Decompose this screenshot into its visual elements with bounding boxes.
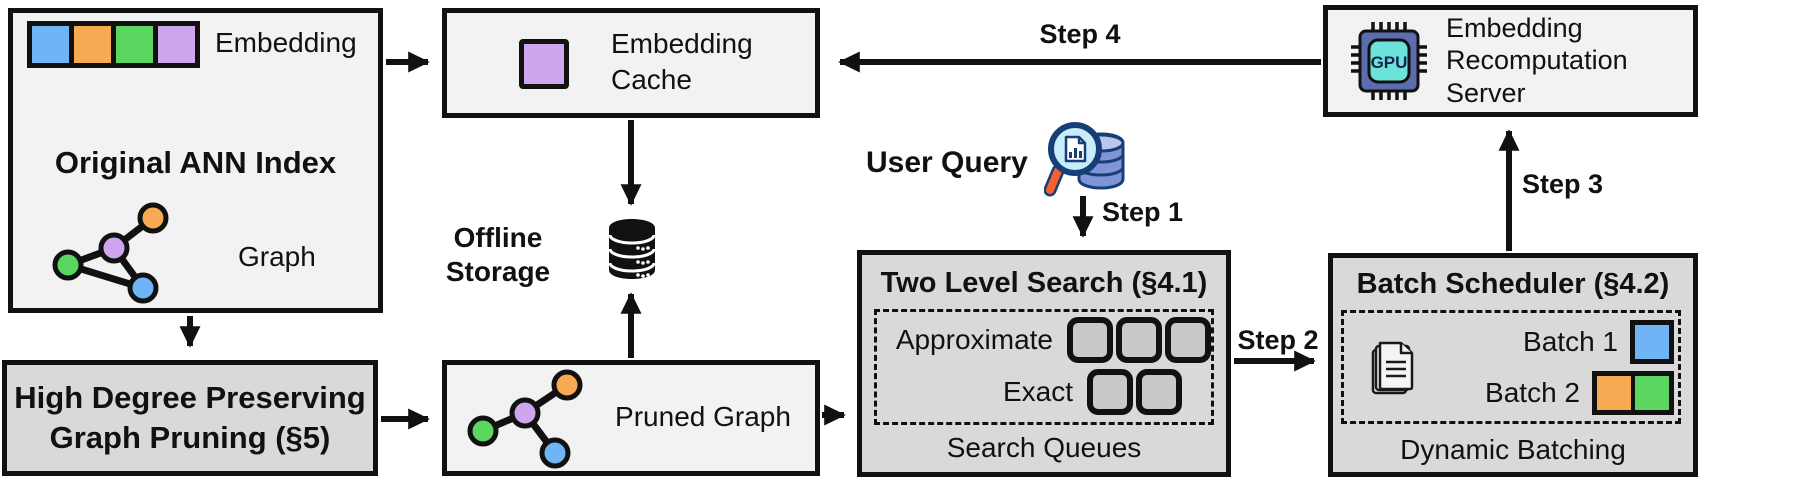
cached-embedding-icon	[519, 39, 569, 89]
database-icon	[608, 219, 656, 279]
original-ann-index-title: Original ANN Index	[54, 145, 337, 180]
approximate-queue-slots	[1067, 317, 1211, 363]
embedding-cell-orange-icon	[74, 26, 111, 63]
pruned-graph-icon	[467, 369, 583, 469]
batch-2-items-icon	[1592, 370, 1674, 415]
embedding-vector-icon	[27, 21, 200, 68]
queue-slot-icon	[1136, 369, 1182, 415]
recomputation-server-box: GPU Embedding Recomputation Server	[1323, 5, 1698, 117]
queue-slot-icon	[1165, 317, 1211, 363]
queue-slot-icon	[1067, 317, 1113, 363]
queue-slot-icon	[1116, 317, 1162, 363]
batch-2-label: Batch 2	[1485, 376, 1580, 408]
server-label-line2: Recomputation	[1446, 45, 1628, 76]
two-level-search-box: Two Level Search (§4.1) Approximate Exac…	[857, 250, 1231, 477]
exact-label: Exact	[1002, 376, 1073, 407]
step1-label: Step 1	[1102, 197, 1184, 227]
pruned-graph-label: Pruned Graph	[615, 401, 791, 432]
batch-1-row: Batch 1	[1436, 319, 1674, 364]
batch-scheduler-box: Batch Scheduler (§4.2) Batch 1	[1328, 253, 1698, 477]
embedding-cell-green-icon	[116, 26, 153, 63]
gpu-chip-label: GPU	[1371, 53, 1408, 72]
step4-label: Step 4	[1039, 19, 1121, 49]
dynamic-batching-dashed-container: Batch 1 Batch 2	[1341, 310, 1681, 424]
queue-slot-icon	[1087, 369, 1133, 415]
graph-pruning-title-line2: Graph Pruning (§5)	[49, 420, 331, 455]
graph-pruning-title-line1: High Degree Preserving	[14, 380, 366, 416]
offline-storage-label-line1: Offline	[453, 222, 543, 253]
offline-storage-label: Offline Storage	[402, 221, 594, 288]
server-label-line3: Server	[1446, 77, 1526, 108]
batch-rows: Batch 1 Batch 2	[1436, 313, 1674, 421]
original-ann-index-box: Embedding Original ANN Index Graph	[8, 8, 383, 313]
batch-2-row: Batch 2	[1436, 370, 1674, 415]
batch-item-orange-icon	[1597, 375, 1631, 410]
batch-item-green-icon	[1635, 375, 1669, 410]
embedding-label: Embedding	[215, 27, 357, 58]
step3-label: Step 3	[1522, 169, 1604, 199]
query-search-database-icon	[1044, 122, 1125, 197]
search-queues-dashed-container: Approximate Exact	[874, 309, 1214, 425]
step2-label: Step 2	[1237, 325, 1319, 355]
graph-pruning-box: High Degree Preserving Graph Pruning (§5…	[2, 360, 378, 476]
user-query-label: User Query	[866, 146, 1028, 179]
embedding-cell-purple-icon	[158, 26, 195, 63]
recomputation-server-label: Embedding Recomputation Server	[1446, 12, 1628, 109]
embedding-cache-label-line2: Cache	[611, 63, 692, 95]
two-level-search-title: Two Level Search (§4.1)	[880, 267, 1208, 299]
exact-queue-slots	[1087, 369, 1182, 415]
dynamic-batching-label: Dynamic Batching	[1400, 434, 1626, 465]
ann-graph-icon	[52, 202, 169, 304]
batch-1-items-icon	[1630, 319, 1674, 364]
batch-scheduler-title: Batch Scheduler (§4.2)	[1356, 268, 1670, 300]
graph-label: Graph	[238, 241, 316, 272]
batch-1-label: Batch 1	[1523, 325, 1618, 357]
approximate-queue-row: Approximate	[877, 317, 1211, 363]
approximate-label: Approximate	[895, 324, 1053, 355]
gpu-chip-icon: GPU	[1351, 22, 1427, 100]
batch-item-blue-icon	[1635, 324, 1669, 359]
server-label-line1: Embedding	[1446, 13, 1583, 43]
pruned-graph-box: Pruned Graph	[442, 360, 820, 476]
search-queues-label: Search Queues	[946, 432, 1142, 463]
embedding-cache-box: Embedding Cache	[442, 8, 820, 118]
exact-queue-row: Exact	[877, 369, 1211, 415]
embedding-cache-label: Embedding Cache	[611, 26, 753, 98]
documents-icon	[1371, 341, 1414, 395]
embedding-cell-blue-icon	[32, 26, 69, 63]
embedding-cache-label-line1: Embedding	[611, 28, 753, 59]
offline-storage-label-line2: Storage	[445, 255, 551, 287]
